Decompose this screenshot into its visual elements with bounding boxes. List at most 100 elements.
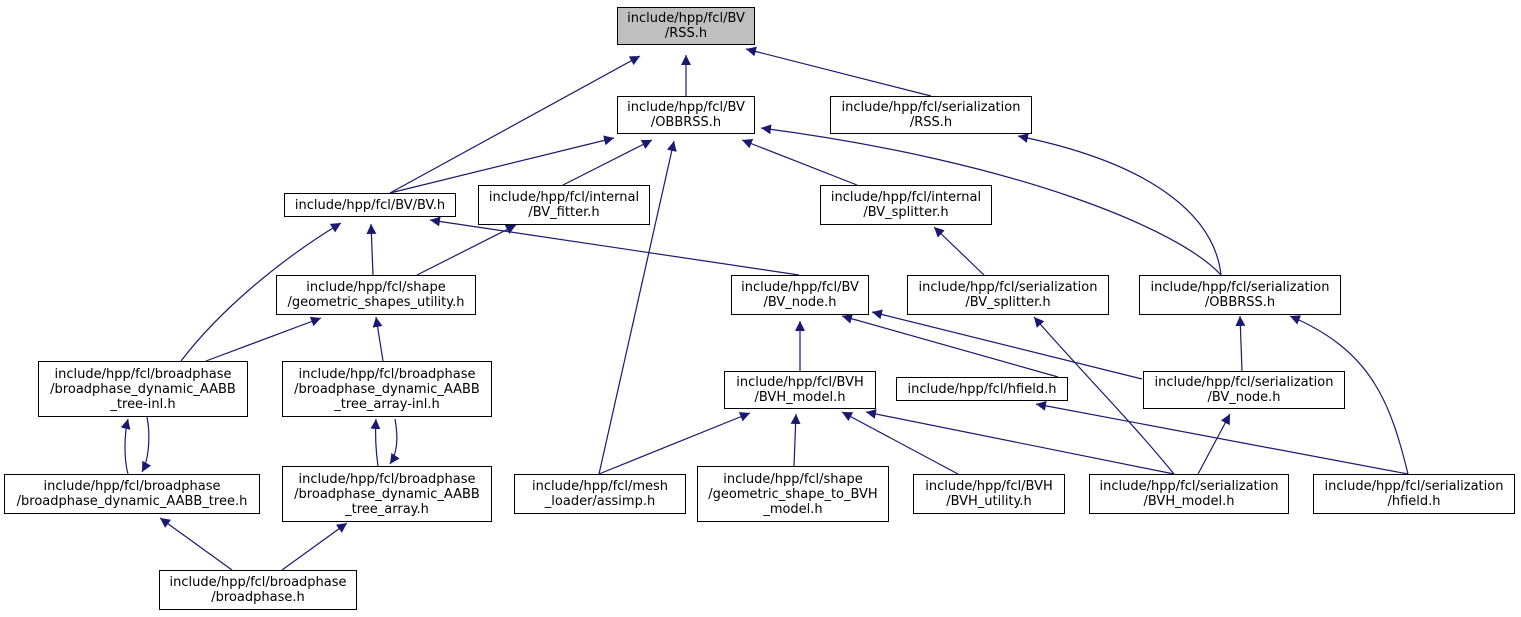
node-label-line: /OBBRSS.h [650, 115, 722, 130]
node-broadphase-dynamic-aabb-tree-h[interactable]: include/hpp/fcl/broadphase/broadphase_dy… [4, 474, 260, 514]
node-label-line: /geometric_shape_to_BVH [708, 486, 878, 502]
node-label-line: /OBBRSS.h [1204, 295, 1276, 310]
dependency-edge [745, 46, 932, 97]
dependency-edge [205, 316, 322, 362]
node-bvh-bvh-model-h[interactable]: include/hpp/fcl/BVH/BVH_model.h [724, 371, 876, 409]
node-label-line: /broadphase_dynamic_AABB_tree.h [16, 494, 248, 509]
dependency-edge [871, 309, 1143, 380]
node-serialization-bv-node-h[interactable]: include/hpp/fcl/serialization/BV_node.h [1143, 371, 1345, 409]
node-bvh-bvh-utility-h[interactable]: include/hpp/fcl/BVH/BVH_utility.h [913, 474, 1065, 514]
node-label-line: _tree-inl.h [110, 396, 176, 412]
dependency-edge [389, 418, 400, 465]
dependency-edge [598, 412, 751, 475]
dependency-edge [159, 517, 233, 571]
node-serialization-rss-h[interactable]: include/hpp/fcl/serialization/RSS.h [830, 96, 1032, 134]
node-label-line: _tree_array-inl.h [334, 396, 440, 412]
node-label-line: /broadphase_dynamic_AABB [294, 486, 480, 502]
node-label-line: include/hpp/fcl/hfield.h [907, 381, 1057, 397]
node-label-line: include/hpp/fcl/BVH [736, 375, 864, 390]
dependency-edge [1035, 400, 1409, 475]
node-serialization-bvh-model-h[interactable]: include/hpp/fcl/serialization/BVH_model.… [1089, 474, 1289, 514]
node-label-line: /broadphase_dynamic_AABB [50, 381, 236, 397]
dependency-edge [389, 55, 641, 194]
dependency-edge [841, 313, 1059, 378]
dependency-edge [598, 140, 677, 475]
node-label-line: include/hpp/fcl/BV [627, 100, 745, 115]
dependency-edge [865, 409, 1175, 475]
node-shape-geometric-shapes-utility-h[interactable]: include/hpp/fcl/shape/geometric_shapes_u… [276, 275, 476, 315]
node-label-line: _model.h [763, 501, 823, 517]
dependency-edge [1235, 315, 1246, 372]
node-bv-rss-h: include/hpp/fcl/BV/RSS.h [617, 7, 755, 45]
node-label-line: /BVH_utility.h [946, 494, 1032, 509]
node-label-line: /RSS.h [664, 26, 708, 41]
dependency-edge [1197, 413, 1231, 475]
dependency-edge [933, 226, 985, 276]
node-label-line: /BVH_model.h [1143, 494, 1235, 509]
dependency-edge [1289, 315, 1409, 475]
node-internal-bv-fitter-h[interactable]: include/hpp/fcl/internal/BV_fitter.h [478, 185, 650, 225]
node-label-line: include/hpp/fcl/BV [627, 11, 745, 26]
node-label-line: /BV_fitter.h [528, 205, 600, 220]
node-label-line: include/hpp/fcl/shape [306, 280, 446, 295]
node-label-line: /BV_node.h [763, 295, 837, 310]
node-bv-obbrss-h[interactable]: include/hpp/fcl/BV/OBBRSS.h [617, 96, 755, 134]
node-label-line: /BV_splitter.h [863, 205, 949, 220]
node-label-line: include/hpp/fcl/broadphase [169, 575, 347, 590]
node-label-line: include/hpp/fcl/serialization [918, 280, 1098, 295]
node-internal-bv-splitter-h[interactable]: include/hpp/fcl/internal/BV_splitter.h [820, 185, 992, 225]
node-label-line: include/hpp/fcl/serialization [841, 100, 1021, 115]
node-label-line: include/hpp/fcl/broadphase [43, 479, 221, 494]
node-label-line: include/hpp/fcl/broadphase [54, 366, 232, 382]
node-label-line: /RSS.h [909, 115, 953, 130]
node-label-line: include/hpp/fcl/serialization [1154, 375, 1334, 390]
node-broadphase-dynamic-aabb-tree-array-inl-h[interactable]: include/hpp/fcl/broadphase/broadphase_dy… [282, 361, 492, 417]
node-mesh-loader-assimp-h[interactable]: include/hpp/fcl/mesh_loader/assimp.h [514, 474, 686, 514]
node-label-line: _tree_array.h [345, 501, 429, 517]
node-label-line: /geometric_shapes_utility.h [287, 295, 465, 310]
node-label-line: include/hpp/fcl/BVH [925, 479, 1053, 494]
dependency-edge [281, 522, 348, 571]
node-hfield-h[interactable]: include/hpp/fcl/hfield.h [896, 377, 1068, 401]
node-label-line: /BV_node.h [1207, 390, 1281, 405]
node-label-line: include/hpp/fcl/shape [723, 471, 863, 487]
node-label-line: include/hpp/fcl/internal [830, 190, 982, 205]
node-broadphase-dynamic-aabb-tree-array-h[interactable]: include/hpp/fcl/broadphase/broadphase_dy… [282, 466, 492, 522]
dependency-edge [370, 418, 381, 467]
dependency-edge [120, 418, 131, 475]
node-serialization-obbrss-h[interactable]: include/hpp/fcl/serialization/OBBRSS.h [1139, 275, 1341, 315]
dependency-edge [389, 135, 615, 194]
dependency-edge [180, 222, 342, 362]
dependency-edge [429, 216, 800, 276]
dependency-edge [141, 416, 152, 473]
node-label-line: include/hpp/fcl/broadphase [298, 366, 476, 382]
dependency-edge [562, 139, 653, 186]
node-serialization-bv-splitter-h[interactable]: include/hpp/fcl/serialization/BV_splitte… [907, 275, 1109, 315]
node-label-line: include/hpp/fcl/serialization [1099, 479, 1279, 494]
node-bv-bv-node-h[interactable]: include/hpp/fcl/BV/BV_node.h [731, 275, 869, 315]
dependency-edge [790, 413, 801, 467]
node-label-line: /hfield.h [1387, 494, 1441, 509]
node-label-line: /broadphase_dynamic_AABB [294, 381, 480, 397]
node-label-line: /BVH_model.h [754, 390, 846, 405]
node-broadphase-broadphase-h[interactable]: include/hpp/fcl/broadphase/broadphase.h [159, 570, 357, 610]
dependency-edge [1033, 316, 1175, 475]
dependency-edge [760, 124, 1222, 276]
node-label-line: include/hpp/fcl/BV/BV.h [294, 197, 446, 213]
node-label-line: include/hpp/fcl/internal [488, 190, 640, 205]
dependency-edge [416, 224, 517, 276]
node-broadphase-dynamic-aabb-tree-inl-h[interactable]: include/hpp/fcl/broadphase/broadphase_dy… [38, 361, 248, 417]
node-serialization-hfield-h[interactable]: include/hpp/fcl/serialization/hfield.h [1313, 474, 1515, 514]
node-label-line: include/hpp/fcl/serialization [1324, 479, 1504, 494]
node-label-line: /BV_splitter.h [965, 295, 1051, 310]
node-label-line: include/hpp/fcl/broadphase [298, 471, 476, 487]
dependency-edge [1017, 133, 1222, 276]
node-label-line: /broadphase.h [211, 590, 305, 605]
node-shape-geometric-shape-to-bvh-model-h[interactable]: include/hpp/fcl/shape/geometric_shape_to… [697, 466, 889, 522]
node-bv-bv-h[interactable]: include/hpp/fcl/BV/BV.h [284, 193, 456, 217]
dependency-edge [841, 411, 959, 475]
node-label-line: include/hpp/fcl/serialization [1150, 280, 1330, 295]
dependency-edge [741, 138, 858, 186]
